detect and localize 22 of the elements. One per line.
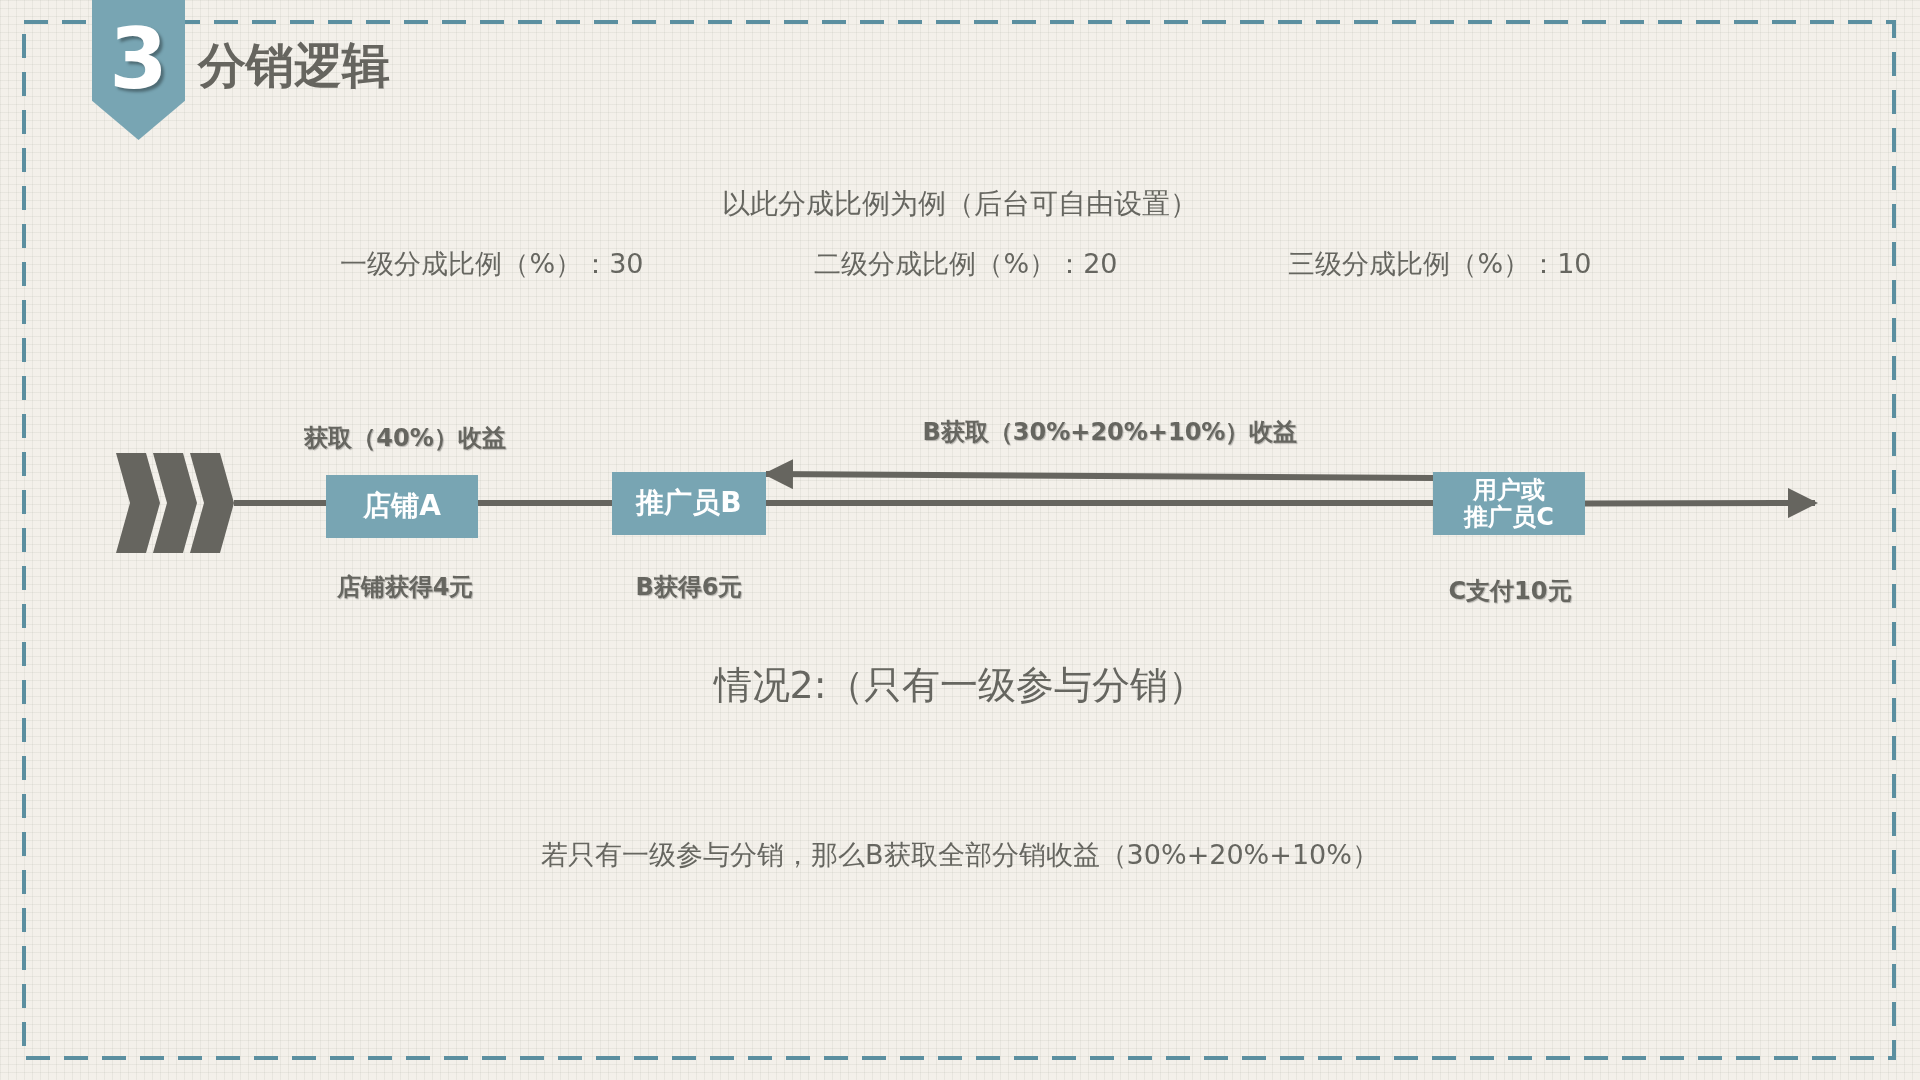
- connector-line: [766, 500, 1433, 506]
- chevron-drawing: [116, 453, 234, 553]
- subtitle: 以此分成比例为例（后台可自由设置）: [722, 186, 1198, 223]
- edge-label: B获取（30%+20%+10%）收益: [922, 417, 1298, 448]
- node-caption: B获得6元: [635, 572, 743, 603]
- ratio-text: 三级分成比例（%）：10: [1288, 247, 1592, 282]
- process-box: 店铺A: [326, 475, 478, 538]
- ratio-text: 二级分成比例（%）：20: [814, 247, 1118, 282]
- title: 分销逻辑: [198, 36, 390, 95]
- connector-line: [234, 500, 326, 506]
- ratio-text: 一级分成比例（%）：30: [340, 247, 644, 282]
- node-caption: 获取（40%）收益: [304, 423, 506, 454]
- arrow: [1585, 488, 1818, 519]
- arrow: [763, 459, 1433, 490]
- process-box: 用户或推广员C: [1433, 472, 1585, 535]
- process-box: 推广员B: [612, 472, 766, 535]
- case-heading: 情况2:（只有一级参与分销）: [713, 662, 1207, 710]
- note-text: 若只有一级参与分销，那么B获取全部分销收益（30%+20%+10%）: [541, 838, 1379, 873]
- connector-line: [478, 500, 612, 506]
- node-caption: C支付10元: [1448, 576, 1572, 607]
- number-badge: 3: [92, 0, 185, 140]
- node-caption: 店铺获得4元: [336, 572, 474, 603]
